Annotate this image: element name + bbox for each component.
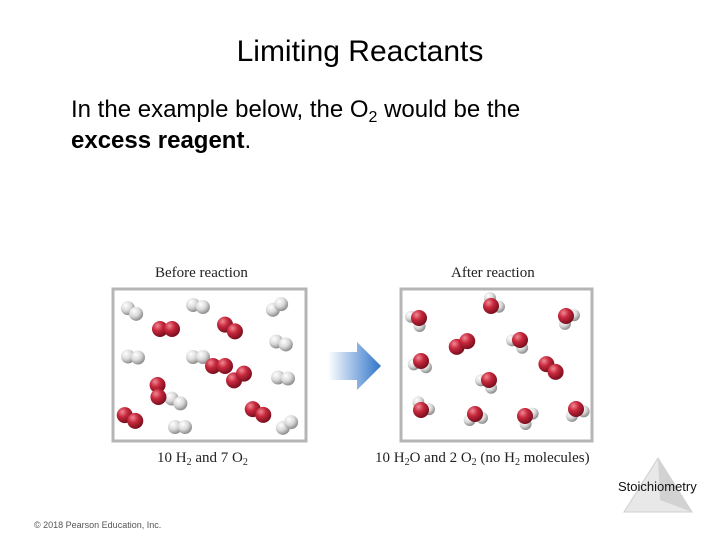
h2-molecule <box>164 391 188 411</box>
h2o-molecule <box>475 372 498 394</box>
h2-molecule <box>121 349 145 365</box>
h2o-molecule <box>412 396 435 418</box>
o2-molecule <box>116 407 144 429</box>
after-molecules <box>405 292 590 430</box>
h2-molecule <box>186 298 210 314</box>
pyramid-shade-icon <box>658 458 692 512</box>
h2-molecule <box>269 334 293 352</box>
o2-molecule <box>244 401 272 423</box>
before-caption: 10 H2 and 7 O2 <box>157 450 248 468</box>
before-molecules <box>116 297 299 435</box>
h2o-molecule <box>558 308 580 330</box>
copyright-footer: © 2018 Pearson Education, Inc. <box>34 520 162 530</box>
body-end: . <box>244 127 252 154</box>
body-subscript: 2 <box>368 109 378 126</box>
after-caption: 10 H2O and 2 O2 (no H2 molecules) <box>375 450 590 468</box>
h2-molecule <box>271 370 295 386</box>
o2-molecule <box>448 333 476 355</box>
o2-molecule <box>152 321 180 337</box>
h2o-molecule <box>405 310 427 332</box>
h2-molecule <box>168 420 192 434</box>
h2o-molecule <box>517 407 539 430</box>
body-mid: would be the <box>377 96 521 123</box>
reaction-arrow-icon <box>328 342 381 390</box>
h2-molecule <box>275 415 299 435</box>
after-panel-title: After reaction <box>451 265 535 281</box>
h2o-molecule <box>506 332 529 354</box>
o2-molecule <box>538 356 564 380</box>
h2o-molecule <box>565 401 590 422</box>
h2-molecule <box>186 350 210 364</box>
before-panel-title: Before reaction <box>155 265 248 281</box>
body-prefix: In the example below, the O <box>71 96 369 123</box>
excess-reagent-term: excess reagent <box>71 127 245 154</box>
o2-molecule <box>205 358 233 374</box>
h2o-molecule <box>463 406 489 426</box>
o2-molecule <box>217 316 243 340</box>
h2-molecule <box>265 297 289 317</box>
slide-title: Limiting Reactants <box>236 35 484 68</box>
h2o-molecule <box>483 292 505 314</box>
h2-molecule <box>120 301 144 321</box>
body-text: In the example below, the O2 would be th… <box>71 94 671 156</box>
h2o-molecule <box>407 353 432 374</box>
section-label: Stoichiometry <box>618 479 697 494</box>
o2-molecule <box>226 365 252 389</box>
o2-molecule <box>149 377 167 405</box>
